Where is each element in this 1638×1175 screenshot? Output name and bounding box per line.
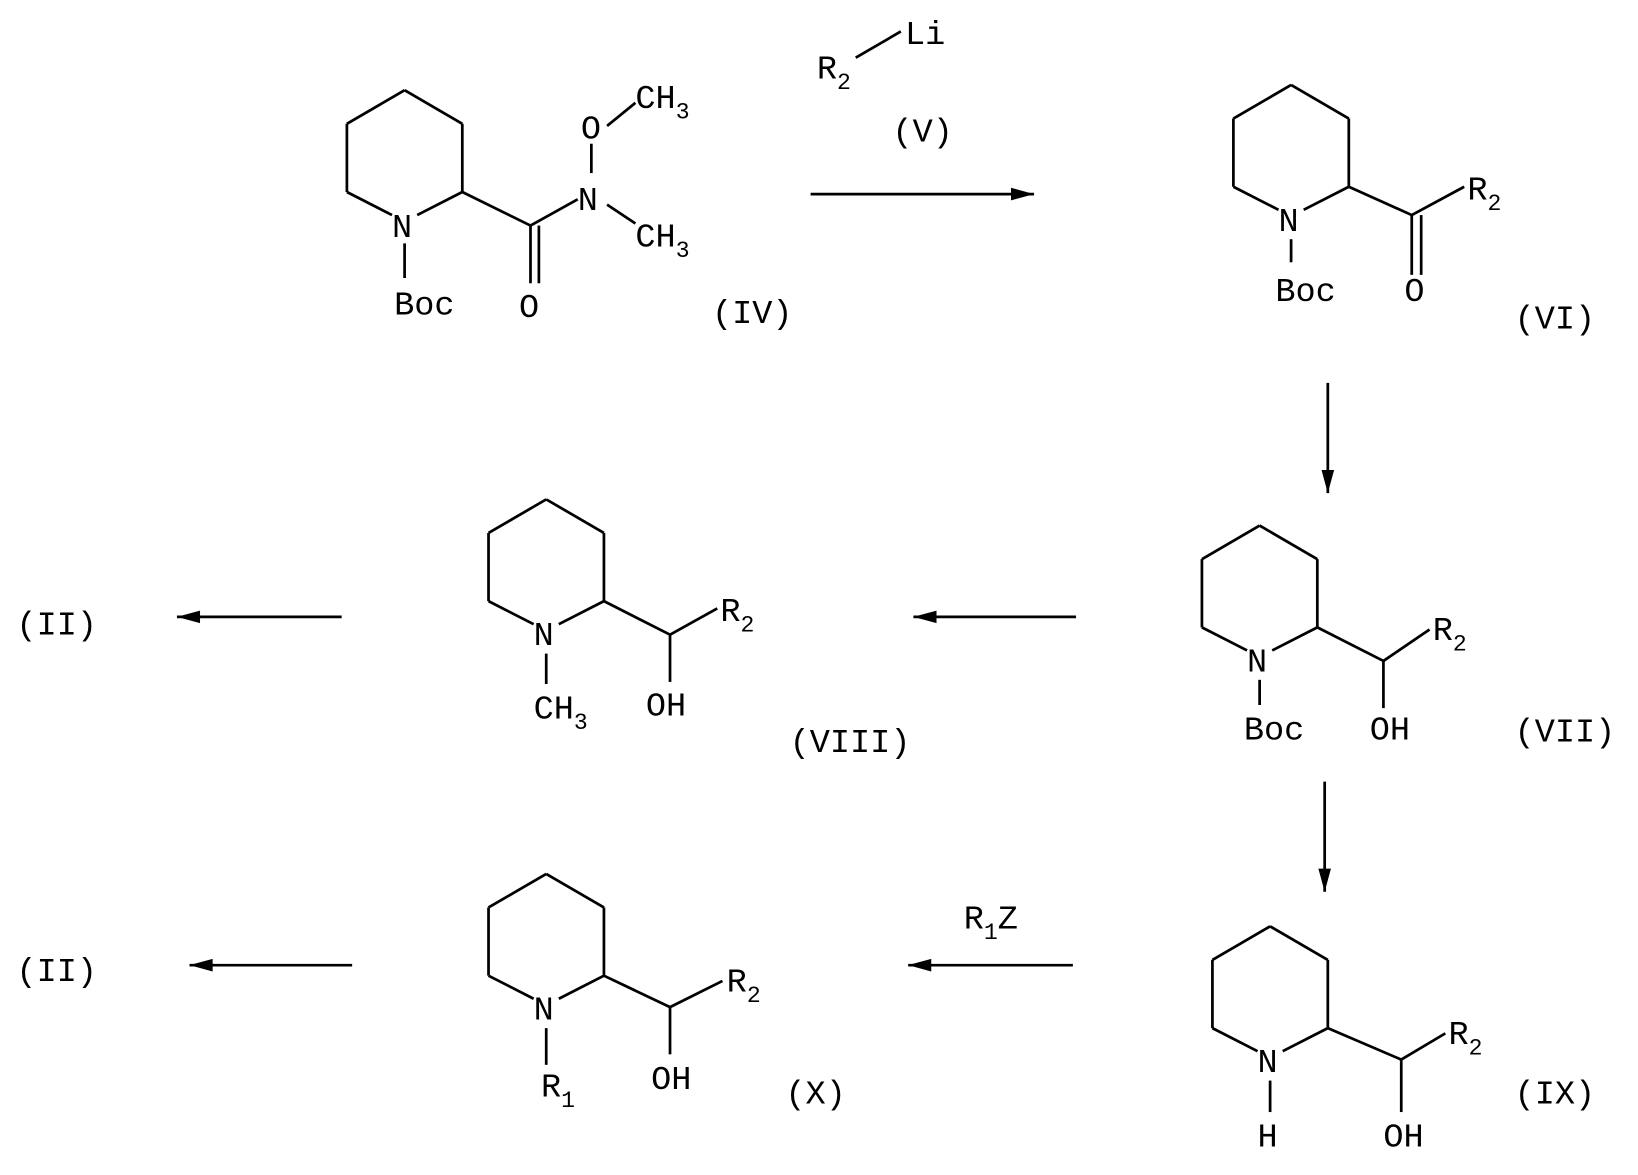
bond — [1271, 626, 1318, 652]
atom-n: N — [534, 618, 554, 656]
bond — [558, 974, 605, 1000]
arrow-iv-to-vi-head — [1010, 187, 1035, 201]
bond — [545, 498, 605, 535]
bond — [487, 498, 547, 535]
arrow-x-to-ii-head — [189, 958, 213, 972]
bond — [1232, 83, 1292, 120]
r2-group: R2 — [817, 52, 851, 96]
bond — [529, 198, 579, 227]
bond — [1211, 925, 1271, 962]
bond — [1201, 524, 1261, 561]
bond — [416, 190, 463, 217]
bond — [669, 979, 724, 1009]
bond — [346, 190, 393, 217]
atom-n: N — [1258, 1045, 1278, 1083]
r2-group: R2 — [1433, 613, 1467, 657]
methyl-group: CH3 — [635, 220, 689, 264]
bond — [1201, 626, 1248, 652]
arrows — [176, 187, 1335, 972]
atom-o: O — [519, 290, 539, 328]
boc-group: Boc — [394, 288, 454, 326]
bond — [1211, 1026, 1259, 1053]
bond — [545, 872, 605, 909]
bond — [603, 974, 671, 1009]
methyl-group: CH3 — [534, 692, 588, 736]
arrow-viii-to-ii-head — [176, 610, 201, 624]
compound-label: (VI) — [1515, 301, 1596, 339]
boc-group: Boc — [1244, 713, 1304, 751]
compound-label: (IV) — [712, 296, 793, 334]
compound-label: (V) — [892, 115, 952, 153]
hydroxyl: OH — [651, 1062, 691, 1100]
atom-n: N — [392, 210, 412, 248]
arrow-vi-to-vii-head — [1321, 470, 1335, 494]
bond — [603, 599, 671, 636]
bond — [1303, 185, 1350, 212]
bond — [487, 974, 535, 1000]
bond — [558, 599, 605, 626]
product-II-bottom: (II) — [16, 954, 97, 992]
atom-n: N — [534, 993, 554, 1031]
atom-h: H — [1258, 1120, 1278, 1158]
bond — [1232, 185, 1280, 212]
compound-X: N R1 OH R2 (X) — [534, 964, 846, 1114]
compound-label: (IX) — [1515, 1077, 1596, 1115]
compound-VI: N Boc O R2 (VI) — [1275, 172, 1595, 339]
bond — [1282, 1026, 1329, 1053]
atom-o: O — [1404, 274, 1424, 312]
bond — [403, 89, 463, 125]
reagent-V: R2 Li (V) — [817, 17, 953, 153]
bond — [855, 30, 902, 59]
bond — [487, 599, 535, 626]
lithium: Li — [905, 17, 945, 55]
atom-n: N — [1247, 644, 1267, 682]
bond — [606, 101, 637, 127]
bond — [461, 190, 532, 227]
bond — [1348, 185, 1413, 217]
bond — [1258, 524, 1319, 561]
hydroxyl: OH — [646, 688, 686, 726]
bond — [487, 872, 547, 909]
atom-o: O — [581, 111, 601, 149]
boc-group: Boc — [1275, 274, 1335, 312]
compound-label: (VII) — [1515, 715, 1616, 753]
r1-group: R1 — [541, 1069, 575, 1113]
compound-label: (X) — [785, 1077, 845, 1115]
bond — [1316, 626, 1385, 663]
bond — [1400, 1032, 1447, 1061]
hydroxyl: OH — [1383, 1120, 1423, 1158]
bond — [346, 89, 406, 125]
arrow-ix-to-x-head — [908, 958, 932, 972]
compound-VIII: N CH3 OH R2 (VIII) — [534, 594, 911, 763]
compound-VII: N Boc OH R2 (VII) — [1244, 613, 1615, 753]
hydroxyl: OH — [1370, 713, 1410, 751]
compound-IX: N H OH R2 (IX) — [1258, 1017, 1596, 1158]
bond — [1382, 628, 1431, 663]
atom-n: N — [578, 183, 598, 221]
arrow-vii-to-ix-head — [1318, 868, 1331, 892]
r2-group: R2 — [1467, 172, 1501, 216]
bond — [1327, 1026, 1402, 1061]
bonds — [345, 30, 1465, 1113]
bond — [1269, 925, 1329, 962]
bond — [1290, 83, 1350, 120]
methyl-group: CH3 — [635, 81, 689, 125]
product-II-top: (II) — [16, 608, 97, 646]
reagent-r1z: R1Z — [964, 901, 1018, 945]
r2-group: R2 — [1448, 1017, 1482, 1061]
r2-group: R2 — [727, 964, 761, 1008]
bond — [606, 203, 637, 225]
compound-IV: N Boc O N O CH3 CH3 (IV) — [392, 81, 793, 334]
arrow-vii-to-viii-head — [913, 610, 937, 624]
bond — [669, 607, 718, 636]
compound-label: (VIII) — [790, 725, 911, 763]
atom-n: N — [1279, 204, 1299, 242]
r2-group: R2 — [720, 594, 754, 638]
bond — [1411, 185, 1465, 217]
